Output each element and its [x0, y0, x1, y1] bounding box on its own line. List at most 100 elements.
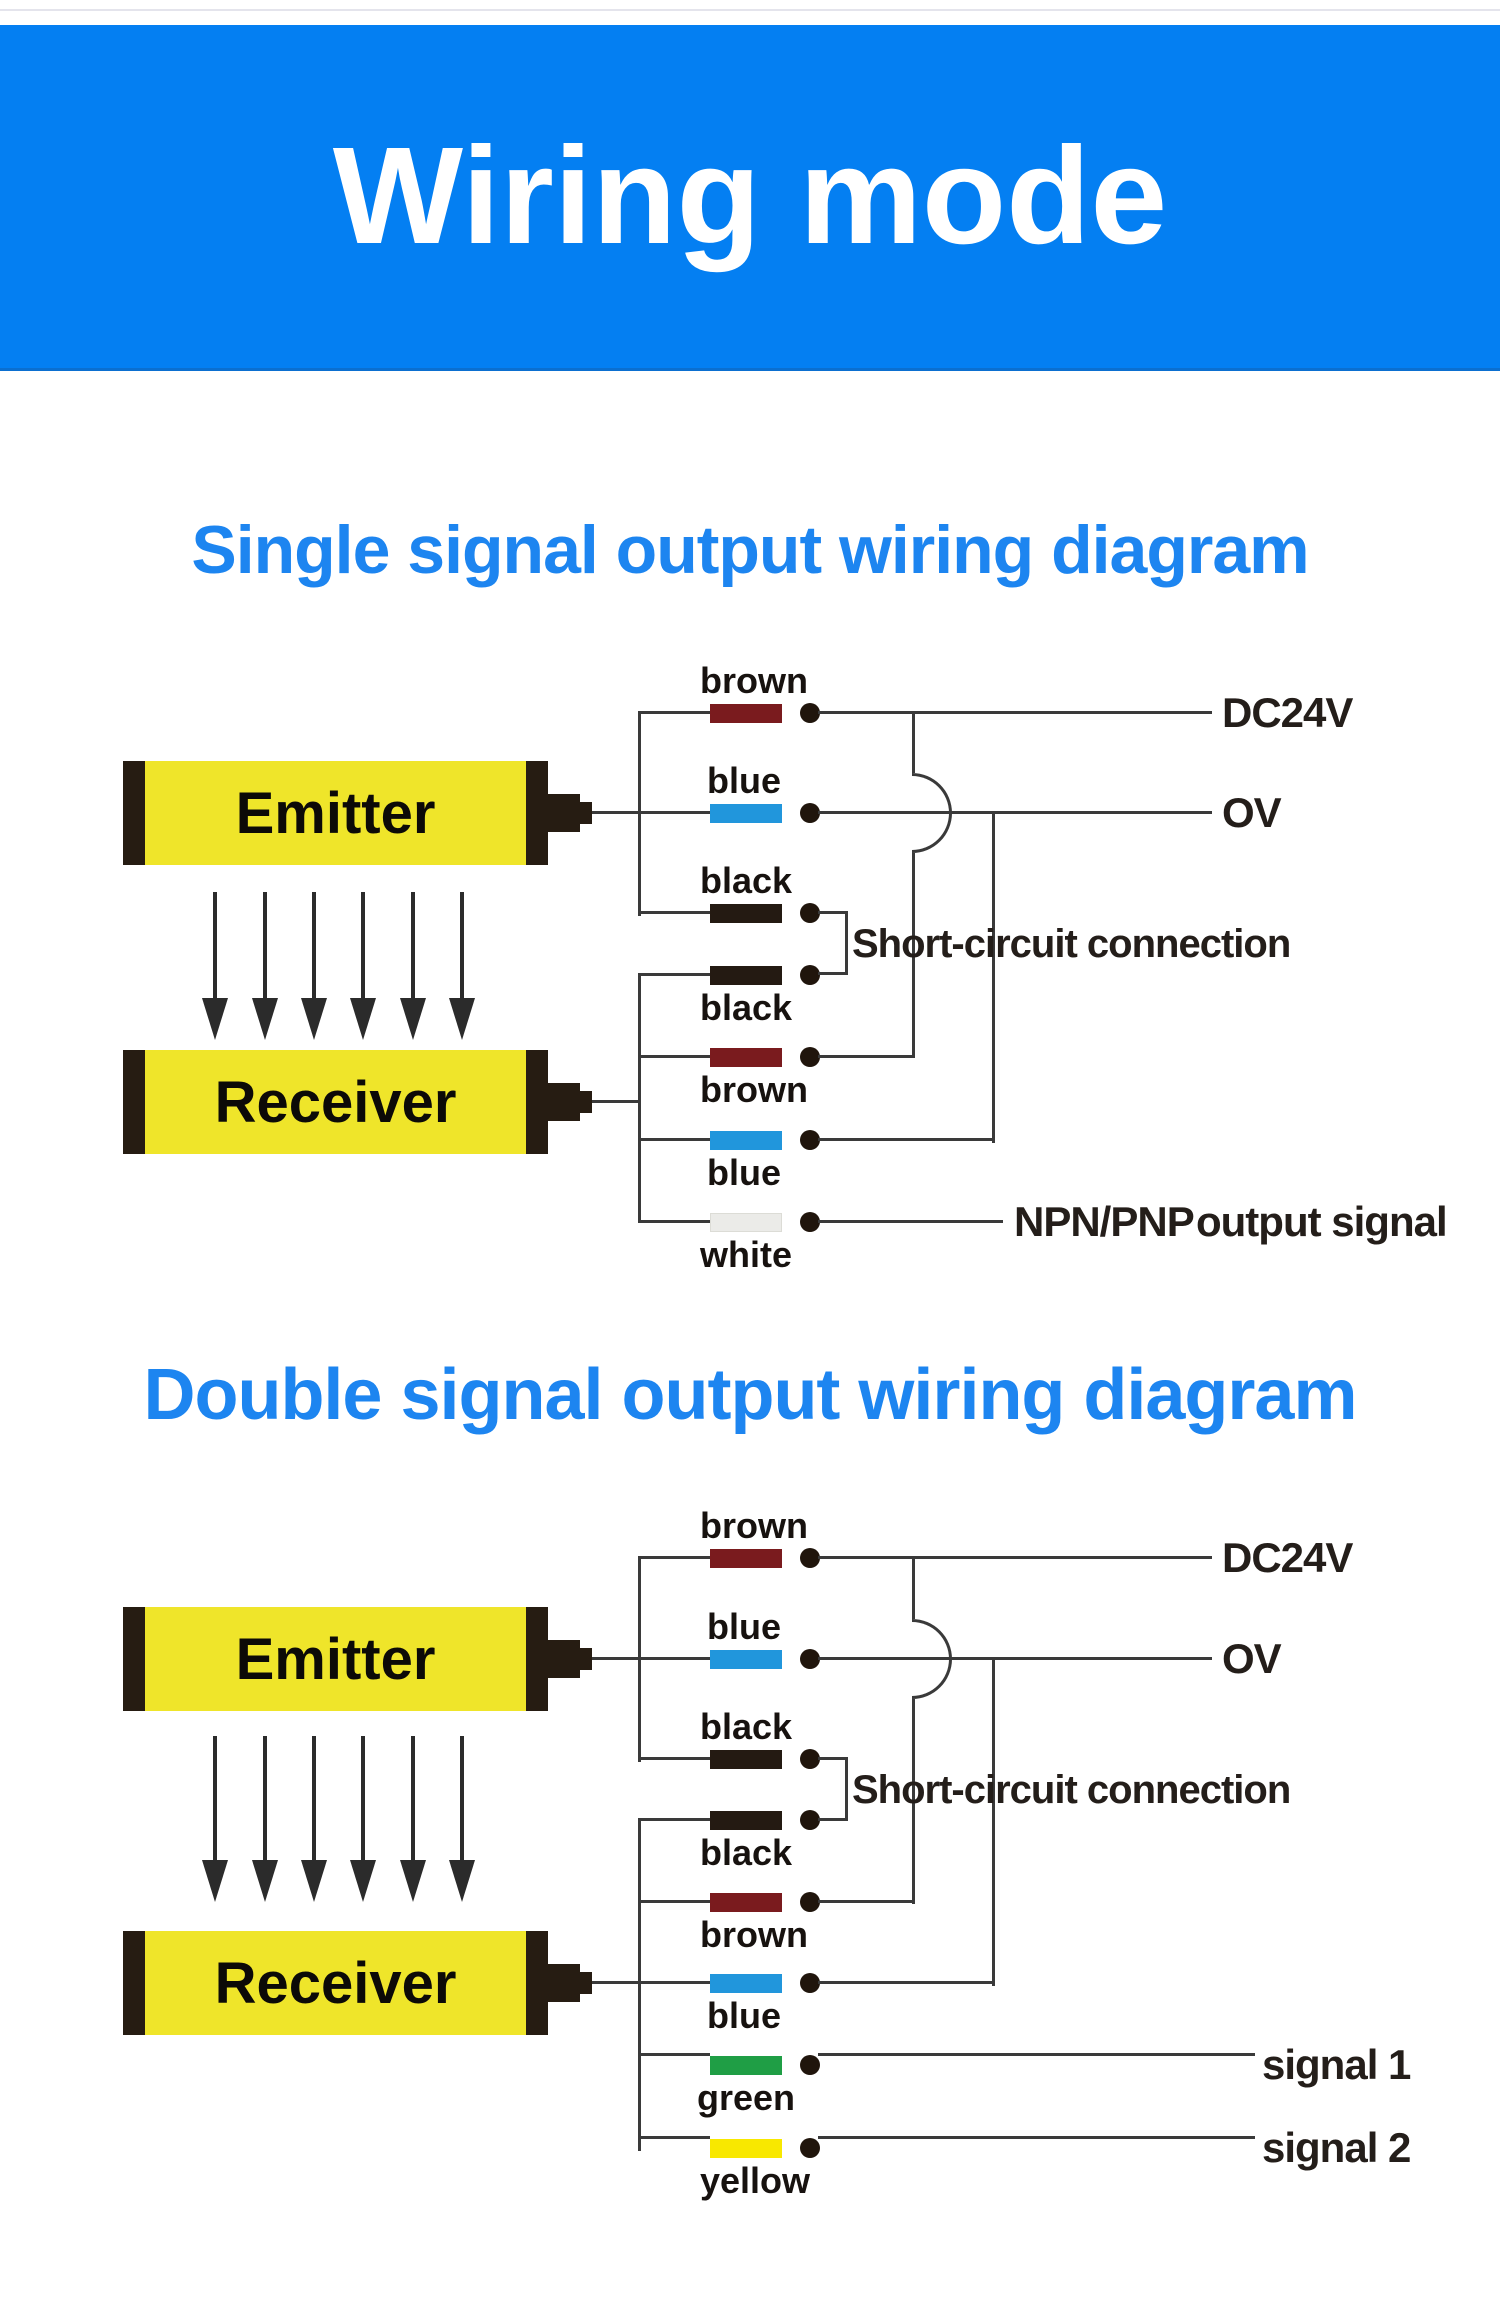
terminal-dot — [800, 703, 820, 723]
section2-heading: Double signal output wiring diagram — [143, 1355, 1357, 1435]
d2-rbrown-wire-segment — [710, 1893, 782, 1912]
terminal-dot — [800, 1749, 820, 1769]
arrow-head-icon — [252, 1860, 278, 1902]
d2-green-label: green — [697, 2077, 796, 2118]
d2-black-wire-segment — [710, 1750, 782, 1769]
arrow-head-icon — [400, 1860, 426, 1902]
beam-arrow — [449, 892, 475, 1042]
banner: Wiring mode — [0, 25, 1500, 371]
d1-rblue-wire-segment — [710, 1131, 782, 1150]
d1-emitter-block: Emitter — [123, 761, 548, 865]
d1-ov-line — [818, 811, 1212, 814]
d1-emitter-junction — [638, 713, 641, 916]
d1-receiver-connector-tip — [580, 1091, 592, 1113]
d2-receiver-label: Receiver — [214, 1950, 457, 2016]
top-divider — [0, 9, 1500, 11]
beam-arrow — [301, 1736, 327, 1908]
d2-emitter-right-cap — [526, 1607, 548, 1711]
d1-white-wire-segment — [710, 1213, 782, 1232]
d1-dc24v-line — [818, 711, 1212, 714]
d1-emitter-right-cap — [526, 761, 548, 865]
d2-rblue-line — [818, 1981, 995, 1984]
d1-ov-branch — [992, 813, 995, 1143]
arrow-head-icon — [449, 998, 475, 1040]
d2-signal1-label: signal 1 — [1262, 2041, 1411, 2088]
d1-emitter-connector-tip — [580, 802, 592, 824]
d2-brown-label: brown — [700, 1505, 808, 1546]
d2-wire-hop-arc — [912, 1619, 952, 1699]
d1-blue-label: blue — [707, 760, 782, 801]
banner-title: Wiring mode — [332, 119, 1168, 273]
arrow-stem — [213, 1736, 217, 1864]
beam-arrow — [400, 892, 426, 1042]
d1-rwhite-stub — [638, 1220, 710, 1223]
terminal-dot — [800, 2055, 820, 2075]
d2-emitter-cable — [592, 1657, 710, 1660]
d2-signal1-line — [818, 2053, 1255, 2056]
d1-rblack-stub — [638, 973, 710, 976]
d2-receiver-junction — [638, 1820, 641, 2151]
d2-blue-label: blue — [707, 1606, 782, 1647]
d1-dc24v-label: DC24V — [1222, 689, 1353, 736]
arrow-head-icon — [252, 998, 278, 1040]
arrow-head-icon — [301, 998, 327, 1040]
d2-dc24v-branch-bottom — [912, 1699, 915, 1904]
arrow-stem — [361, 892, 365, 1002]
d2-brown-wire-segment — [710, 1549, 782, 1568]
d2-emitter-left-cap — [123, 1607, 145, 1711]
d1-black-wire-segment — [710, 904, 782, 923]
d2-signal2-label: signal 2 — [1262, 2124, 1411, 2171]
d2-ov-line — [818, 1657, 1212, 1660]
d1-rbrown-wire-segment — [710, 1048, 782, 1067]
terminal-dot — [800, 1892, 820, 1912]
terminal-dot — [800, 903, 820, 923]
beam-arrow — [252, 892, 278, 1042]
arrow-stem — [312, 1736, 316, 1864]
terminal-dot — [800, 1047, 820, 1067]
d2-rblack-wire-segment — [710, 1811, 782, 1830]
terminal-dot — [800, 1810, 820, 1830]
d2-rblue-label: blue — [707, 1995, 782, 2036]
beam-arrow — [400, 1736, 426, 1908]
arrow-stem — [213, 892, 217, 1002]
d1-rblue-line — [818, 1138, 995, 1141]
d1-emitter-left-cap — [123, 761, 145, 865]
d1-brown-label: brown — [700, 660, 808, 701]
d1-wire-hop-arc — [912, 773, 952, 853]
d2-yellow-wire-segment — [710, 2139, 782, 2158]
d2-yellow-stub — [638, 2136, 710, 2139]
beam-arrow — [202, 892, 228, 1042]
d2-ov-label: OV — [1222, 1635, 1282, 1682]
d2-rbrown-stub — [638, 1900, 710, 1903]
d2-ov-branch — [992, 1659, 995, 1986]
d1-rbrown-stub — [638, 1055, 710, 1058]
d2-green-stub — [638, 2053, 710, 2056]
terminal-dot — [800, 2138, 820, 2158]
terminal-dot — [800, 803, 820, 823]
d2-blue-wire-segment — [710, 1650, 782, 1669]
d2-short-bracket-top — [818, 1757, 848, 1760]
terminal-dot — [800, 965, 820, 985]
d2-receiver-cable — [592, 1981, 710, 1984]
d2-emitter-label: Emitter — [235, 1626, 436, 1692]
d2-rbrown-label: brown — [700, 1914, 808, 1955]
d1-rblue-label: blue — [707, 1152, 782, 1193]
d1-npn-pnp-label: NPN/PNP — [1014, 1198, 1195, 1245]
arrow-head-icon — [350, 998, 376, 1040]
d2-receiver-connector — [548, 1964, 580, 2002]
d2-dc24v-branch-top — [912, 1558, 915, 1619]
arrow-stem — [263, 892, 267, 1002]
arrow-head-icon — [350, 1860, 376, 1902]
d2-emitter-connector — [548, 1640, 580, 1678]
d1-short-bracket-bottom — [818, 972, 848, 975]
d1-short-bracket-top — [818, 911, 848, 914]
arrow-stem — [263, 1736, 267, 1864]
d1-rblack-wire-segment — [710, 966, 782, 985]
terminal-dot — [800, 1212, 820, 1232]
arrow-stem — [312, 892, 316, 1002]
d1-blue-wire-segment — [710, 804, 782, 823]
d1-output-line — [818, 1220, 1003, 1223]
d1-brown-wire-segment — [710, 704, 782, 723]
beam-arrow — [252, 1736, 278, 1908]
d2-short-bracket-bottom — [818, 1818, 848, 1821]
